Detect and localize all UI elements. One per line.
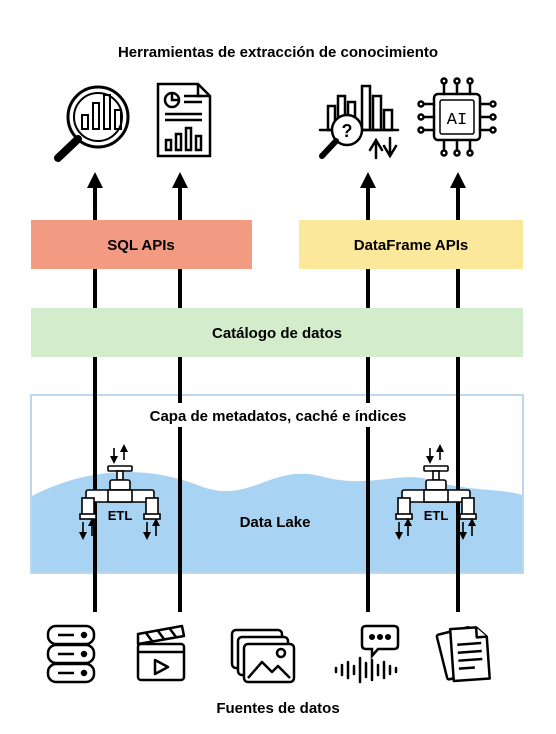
svg-text:AI: AI <box>447 111 467 130</box>
sql-apis-label: SQL APIs <box>107 237 175 254</box>
data-lake-label: Data Lake <box>240 514 311 531</box>
etl-valve-right: ETL <box>396 448 476 536</box>
catalog-label: Catálogo de datos <box>212 325 342 342</box>
metadata-layer-label: Capa de metadatos, caché e índices <box>150 408 407 425</box>
sources-label: Fuentes de datos <box>216 700 339 717</box>
svg-text:?: ? <box>342 121 353 141</box>
ai-chip-icon: AI <box>417 77 497 157</box>
etl-valve-left: ETL <box>80 448 160 536</box>
image-gallery-icon <box>230 628 296 684</box>
documents-icon <box>435 626 491 683</box>
dataframe-apis-label: DataFrame APIs <box>354 237 469 254</box>
voice-message-icon <box>334 624 400 684</box>
dataframe-apis-box <box>299 220 523 269</box>
data-analysis-icon: ? <box>318 84 400 160</box>
video-clapper-icon <box>136 624 186 682</box>
database-icon <box>46 624 96 684</box>
etl-label-right: ETL <box>424 508 449 523</box>
diagram-title: Herramientas de extracción de conocimien… <box>118 44 438 61</box>
sql-apis-box <box>31 220 252 269</box>
etl-label-left: ETL <box>108 508 133 523</box>
catalog-box <box>31 308 523 357</box>
report-document-icon <box>156 82 212 158</box>
magnifier-chart-icon <box>54 85 130 162</box>
